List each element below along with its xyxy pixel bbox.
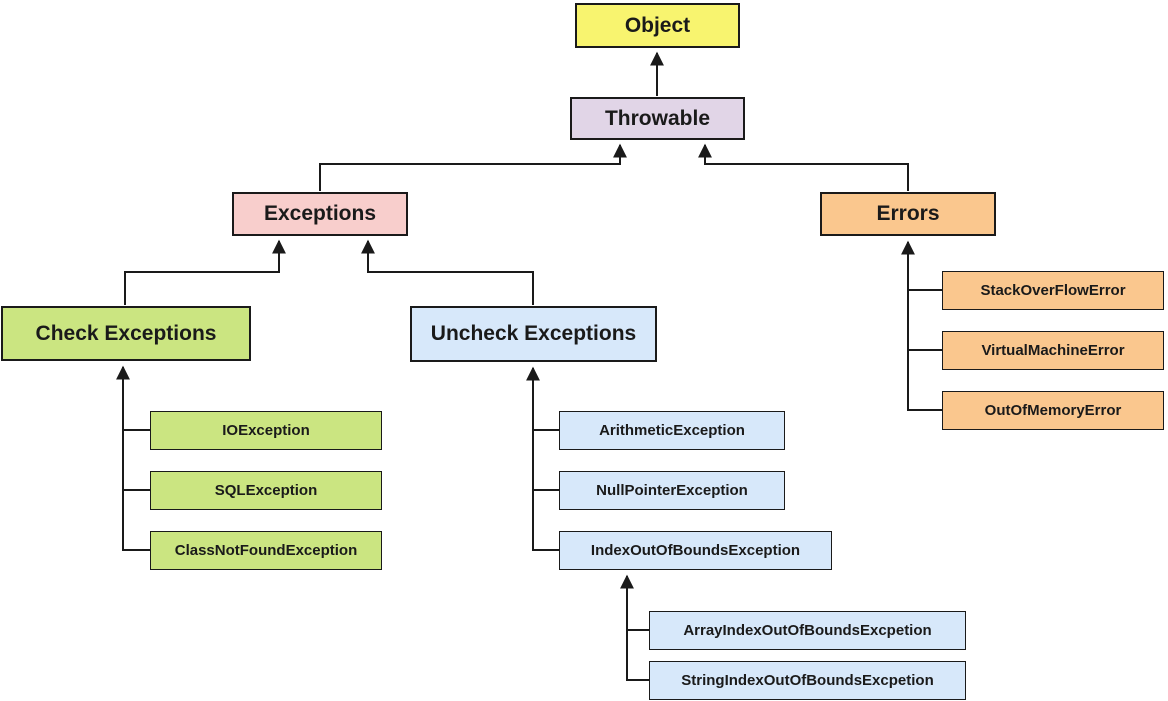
node-sql-exception: SQLException (150, 471, 382, 510)
node-virtual-machine-error: VirtualMachineError (942, 331, 1164, 370)
edge-check-exceptions (124, 239, 286, 305)
edge-ioob-branches (627, 629, 649, 681)
edge-uncheck-branches (533, 429, 559, 551)
node-class-not-found-exception: ClassNotFoundException (150, 531, 382, 570)
node-object: Object (575, 3, 740, 48)
node-errors: Errors (820, 192, 996, 236)
node-index-out-of-bounds-exception: IndexOutOfBoundsException (559, 531, 832, 570)
node-check-exceptions: Check Exceptions (1, 306, 251, 361)
node-stack-overflow-error: StackOverFlowError (942, 271, 1164, 310)
edge-errors-throwable (698, 143, 909, 191)
node-exceptions: Exceptions (232, 192, 408, 236)
node-arithmetic-exception: ArithmeticException (559, 411, 785, 450)
edge-uncheck-exceptions (361, 239, 534, 305)
edge-check-branches (123, 429, 150, 551)
node-out-of-memory-error: OutOfMemoryError (942, 391, 1164, 430)
node-uncheck-exceptions: Uncheck Exceptions (410, 306, 657, 362)
node-io-exception: IOException (150, 411, 382, 450)
edge-exceptions-throwable (319, 143, 627, 191)
node-string-index-out-of-bounds: StringIndexOutOfBoundsExcpetion (649, 661, 966, 700)
edge-errors-branches (908, 289, 942, 411)
node-null-pointer-exception: NullPointerException (559, 471, 785, 510)
node-throwable: Throwable (570, 97, 745, 140)
node-array-index-out-of-bounds: ArrayIndexOutOfBoundsExcpetion (649, 611, 966, 650)
